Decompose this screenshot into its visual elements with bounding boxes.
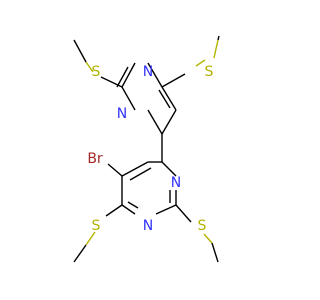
bond — [121, 62, 136, 88]
bond — [121, 86, 136, 111]
bond — [127, 201, 139, 209]
atom-s3-label: S — [92, 218, 101, 234]
atom-labels: N N S S Br N N S S — [87, 64, 213, 234]
bond — [161, 161, 177, 177]
bond — [155, 204, 177, 215]
upper-substituents — [73, 35, 220, 162]
molecule-structure: N N S S Br N N S S — [73, 35, 220, 263]
atom-br-label: Br — [87, 151, 103, 167]
bond — [147, 62, 163, 88]
bond — [158, 89, 171, 109]
atom-s4-label: S — [198, 218, 207, 234]
bond — [195, 59, 206, 67]
bond — [105, 204, 123, 217]
bond — [85, 61, 94, 73]
bond — [161, 86, 177, 111]
bond — [129, 167, 152, 181]
bond — [161, 109, 177, 135]
atom-s1-label: S — [205, 64, 214, 80]
atom-n3-label: N — [171, 175, 181, 191]
bond — [121, 204, 136, 215]
lower-pyrimidine-ring — [121, 161, 177, 215]
atom-n1-label: N — [143, 64, 153, 80]
atom-s2-label: S — [92, 64, 101, 80]
bond — [147, 109, 163, 135]
bond — [73, 39, 87, 63]
bond — [203, 233, 213, 244]
bond — [85, 231, 96, 246]
bond — [73, 244, 87, 263]
bond — [213, 39, 219, 59]
lower-substituents — [73, 163, 219, 263]
bond — [211, 242, 219, 263]
atom-n4-label: N — [143, 218, 153, 234]
bond — [217, 35, 220, 41]
bond — [116, 66, 129, 88]
bond — [100, 76, 123, 88]
bond — [121, 161, 149, 177]
upper-pyrimidine-ring — [116, 62, 177, 135]
bond — [161, 73, 186, 88]
atom-n2-label: N — [117, 106, 127, 122]
bond — [175, 204, 192, 223]
bond — [107, 163, 123, 177]
